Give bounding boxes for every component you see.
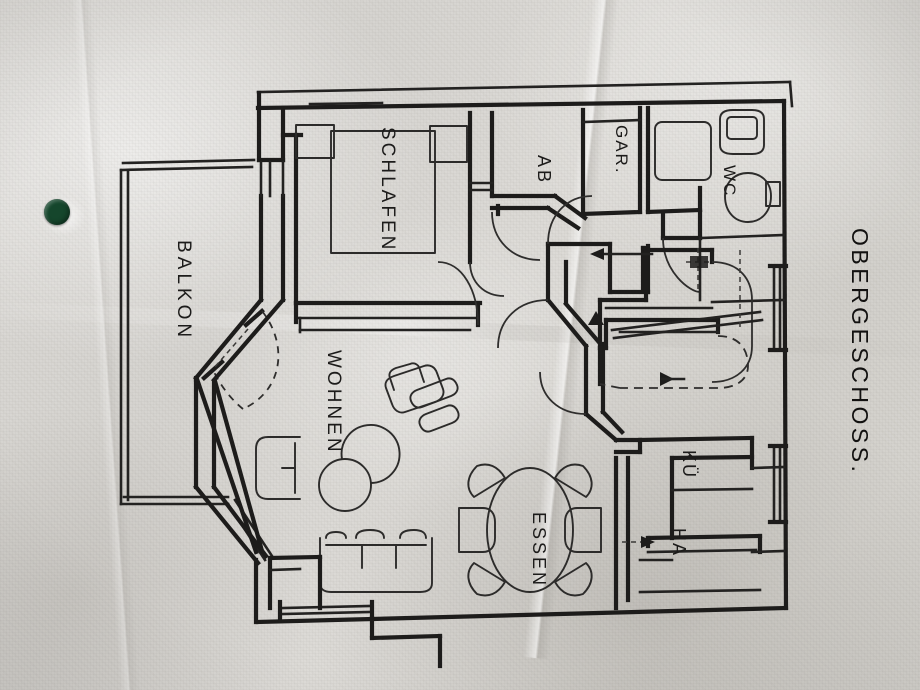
gar-closet-walls [580, 105, 643, 217]
dining-furniture [458, 463, 602, 597]
room-label-balkon: BALKON [173, 240, 194, 342]
balcony-outline [119, 158, 274, 562]
ab-room-walls [468, 110, 588, 231]
room-label-ab: AB [534, 155, 554, 186]
plan-title: OBERGESCHOSS. [847, 228, 873, 476]
door-swing-arcs [437, 195, 593, 415]
green-pushpin[interactable] [44, 199, 70, 225]
bathroom-walls [645, 105, 786, 241]
hallway-walls [545, 238, 786, 443]
window-openings [277, 101, 789, 669]
room-label-schlafen: SCHLAFEN [377, 127, 398, 253]
kitchen-hall-walls [613, 435, 786, 611]
bathroom-fixtures [654, 109, 781, 293]
staircase [588, 247, 764, 389]
room-label-wohnen: WOHNEN [323, 350, 344, 455]
room-label-ku: KÜ [679, 450, 699, 480]
room-label-ha: HA [669, 528, 689, 558]
bedroom-walls [280, 110, 483, 334]
room-label-wc: WC [720, 165, 739, 198]
room-label-gar: GAR. [612, 125, 631, 175]
interior-misc [267, 554, 323, 611]
bedroom-furniture [295, 124, 468, 254]
room-label-essen: ESSEN [529, 512, 549, 589]
living-room-furniture [255, 362, 460, 593]
living-room-lower-diagonal [193, 376, 273, 625]
